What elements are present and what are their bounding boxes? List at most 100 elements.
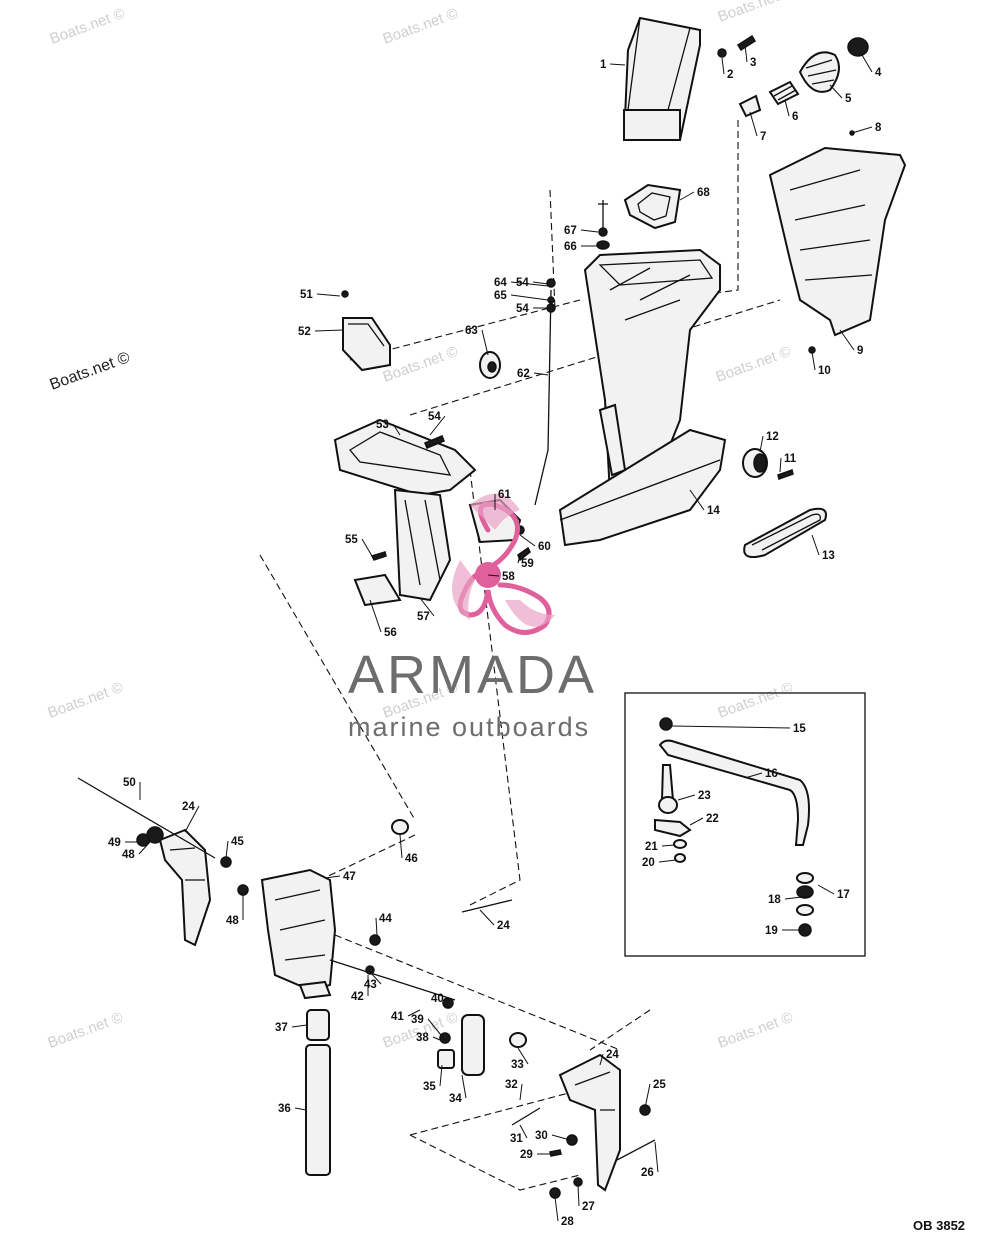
leader-line xyxy=(519,534,536,547)
shift-bellows-group xyxy=(717,34,869,118)
leader-line xyxy=(225,840,229,859)
part-label-54: 54 xyxy=(428,411,441,423)
part-label-55: 55 xyxy=(345,534,358,546)
part-label-7: 7 xyxy=(760,131,766,143)
part-label-61: 61 xyxy=(498,489,511,501)
leader-line xyxy=(461,1074,467,1099)
leader-line xyxy=(517,1047,529,1065)
part-label-67: 67 xyxy=(564,225,577,237)
driveshaft-housing xyxy=(558,248,727,547)
part-label-27: 27 xyxy=(582,1201,595,1213)
part-label-5: 5 xyxy=(845,93,852,105)
watermark-text: Boats.net © xyxy=(716,679,796,722)
leader-line xyxy=(784,895,811,900)
part-label-34: 34 xyxy=(449,1093,462,1105)
watermark-text: Boats.net © xyxy=(714,343,794,386)
part-label-10: 10 xyxy=(818,365,831,377)
part-label-29: 29 xyxy=(520,1149,533,1161)
leader-line xyxy=(658,859,677,863)
part-label-1: 1 xyxy=(600,59,607,71)
leader-line xyxy=(671,725,791,729)
part-label-19: 19 xyxy=(765,925,778,937)
part-label-40: 40 xyxy=(431,993,444,1005)
adapter-plate xyxy=(333,290,501,607)
leader-line xyxy=(369,971,382,985)
part-label-44: 44 xyxy=(379,913,392,925)
leader-line xyxy=(554,1196,559,1222)
leader-line xyxy=(677,794,696,801)
leader-line xyxy=(324,875,341,879)
part-label-12: 12 xyxy=(766,431,779,443)
leader-line xyxy=(138,841,151,855)
top-gasket xyxy=(623,183,682,230)
part-label-13: 13 xyxy=(822,550,835,562)
leader-line xyxy=(399,834,403,859)
part-label-31: 31 xyxy=(510,1133,523,1145)
leader-line xyxy=(577,1184,580,1207)
leader-line xyxy=(316,293,341,297)
leader-line xyxy=(689,489,705,511)
leader-line xyxy=(689,817,704,826)
part-label-36: 36 xyxy=(278,1103,291,1115)
swivel-bracket xyxy=(260,819,513,1000)
leader-line xyxy=(817,884,835,895)
leader-line xyxy=(749,111,758,137)
part-label-47: 47 xyxy=(343,871,356,883)
leader-line xyxy=(861,54,873,73)
part-label-58: 58 xyxy=(502,571,515,583)
leader-line xyxy=(644,1083,651,1109)
diagram-code: OB 3852 xyxy=(913,1218,965,1233)
part-label-68: 68 xyxy=(697,187,710,199)
exhaust-tube xyxy=(622,16,701,141)
part-label-63: 63 xyxy=(465,325,478,337)
leader-line xyxy=(510,281,549,287)
part-label-16: 16 xyxy=(765,768,778,780)
part-label-37: 37 xyxy=(275,1022,288,1034)
part-label-24: 24 xyxy=(497,920,510,932)
leader-line xyxy=(609,63,626,66)
part-label-30: 30 xyxy=(535,1130,548,1142)
part-label-59: 59 xyxy=(521,558,534,570)
leader-line xyxy=(432,1036,441,1041)
part-label-46: 46 xyxy=(405,853,418,865)
leader-line xyxy=(811,534,820,556)
part-label-54: 54 xyxy=(516,303,529,315)
leader-line xyxy=(429,415,446,436)
part-label-23: 23 xyxy=(698,790,711,802)
part-label-62: 62 xyxy=(517,368,530,380)
brand-name: ARMADA xyxy=(348,645,597,705)
leader-line xyxy=(839,329,855,351)
leader-line xyxy=(479,909,495,926)
leader-line xyxy=(407,1009,421,1017)
part-label-49: 49 xyxy=(108,837,121,849)
leader-line xyxy=(487,574,500,577)
part-label-17: 17 xyxy=(837,889,850,901)
part-label-53: 53 xyxy=(376,419,389,431)
part-label-56: 56 xyxy=(384,627,397,639)
part-label-11: 11 xyxy=(784,453,797,465)
part-label-14: 14 xyxy=(707,505,720,517)
leader-line xyxy=(759,435,764,453)
part-label-28: 28 xyxy=(561,1216,574,1228)
leader-line xyxy=(439,1064,443,1087)
part-label-48: 48 xyxy=(122,849,135,861)
tilt-lock-group xyxy=(329,934,527,1076)
leader-line xyxy=(599,1053,604,1066)
leader-line xyxy=(532,281,549,285)
part-label-39: 39 xyxy=(411,1014,424,1026)
part-label-6: 6 xyxy=(792,111,798,123)
part-label-18: 18 xyxy=(768,894,781,906)
leader-line xyxy=(551,1134,571,1141)
rubber-mount-right xyxy=(742,346,827,558)
leader-line xyxy=(744,772,763,779)
watermark-text: Boats.net © xyxy=(46,679,126,722)
leader-line xyxy=(533,372,549,376)
leader-line xyxy=(654,1141,659,1173)
leader-line xyxy=(510,294,549,301)
part-label-3: 3 xyxy=(750,57,756,69)
leader-line xyxy=(294,1107,307,1111)
leader-line xyxy=(811,351,816,371)
leader-line xyxy=(517,554,521,564)
part-label-20: 20 xyxy=(642,857,655,869)
